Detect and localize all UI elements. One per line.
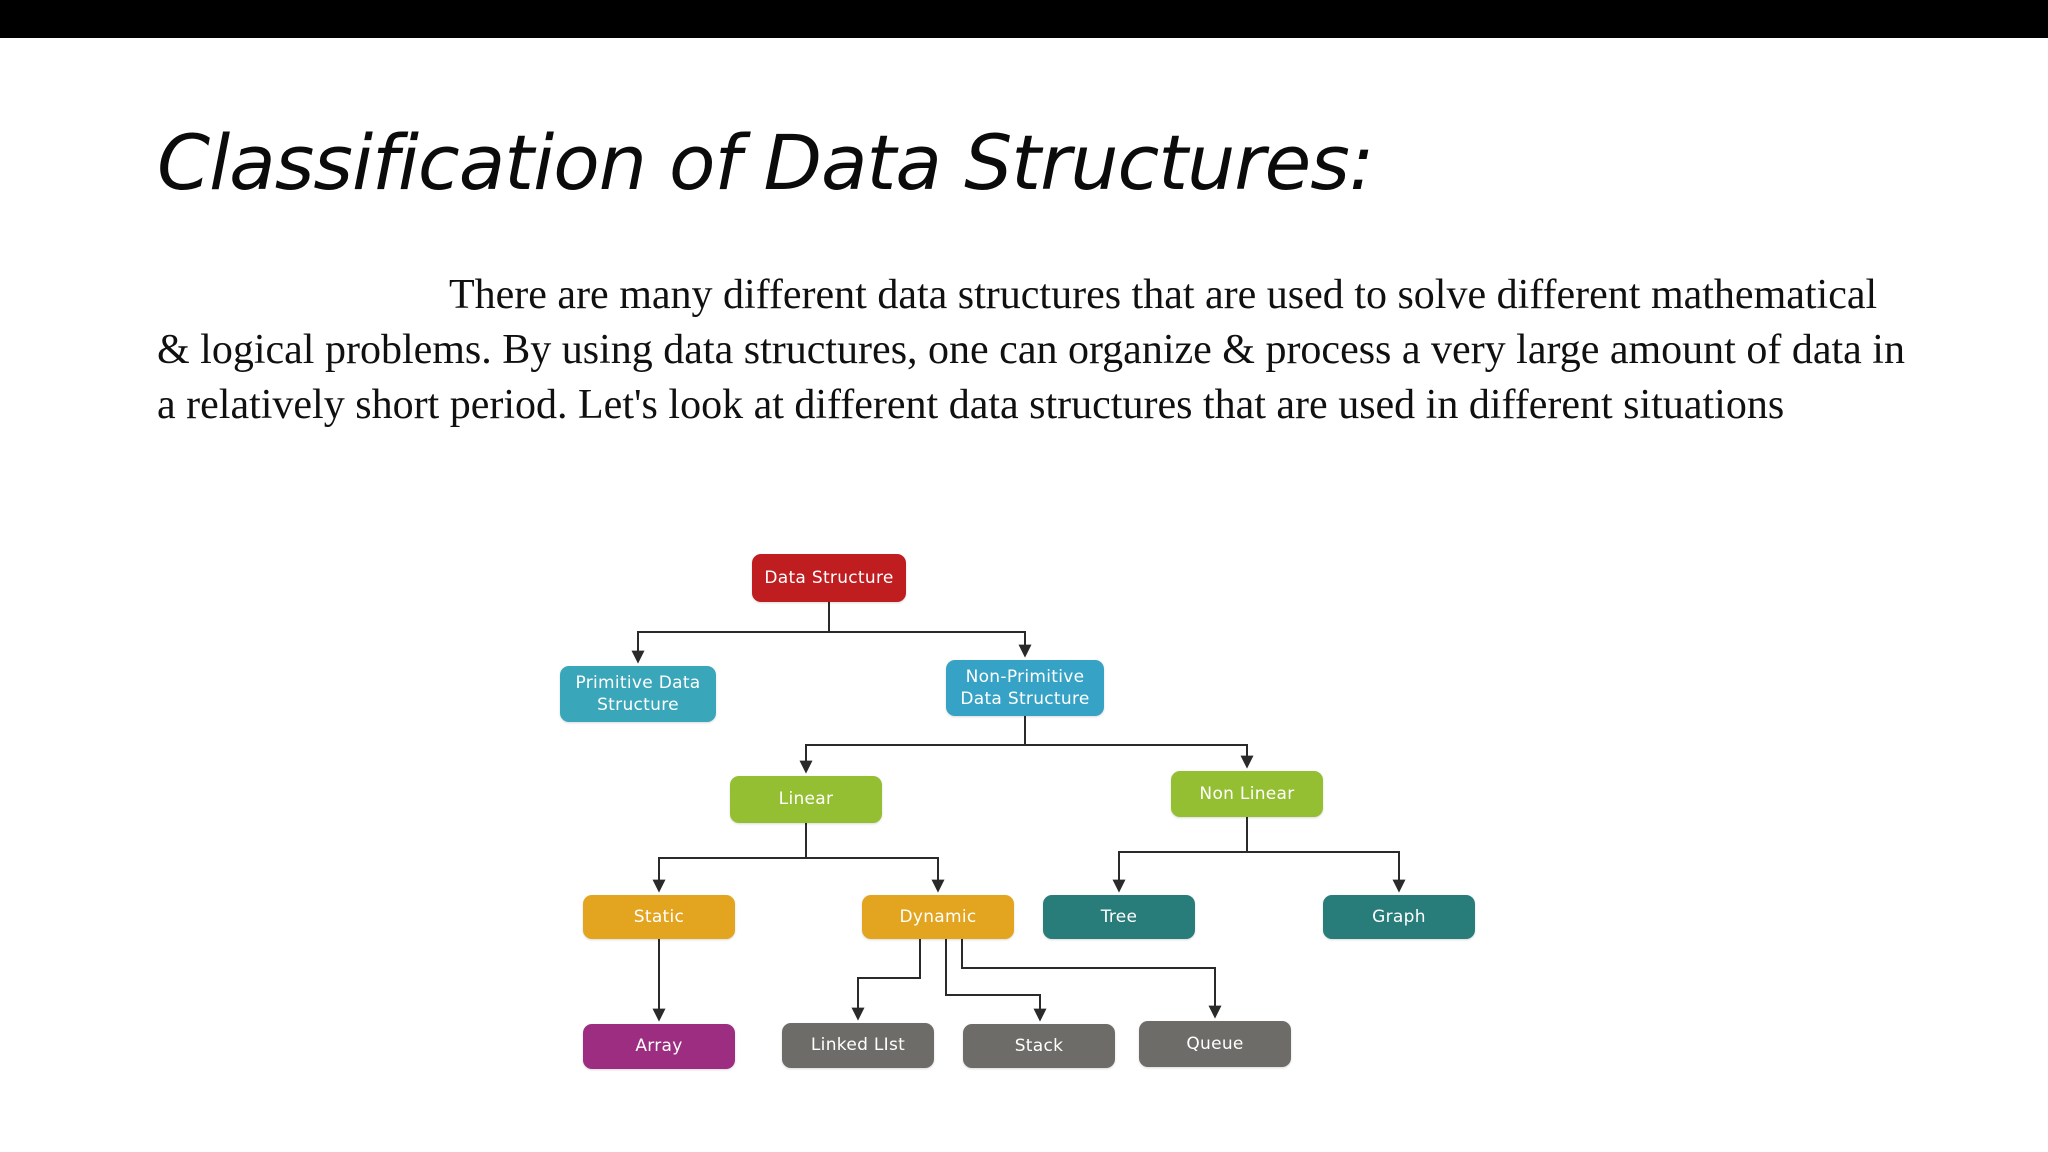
- node-dynamic: Dynamic: [862, 895, 1014, 939]
- node-static: Static: [583, 895, 735, 939]
- page-title: Classification of Data Structures:: [157, 118, 1374, 207]
- node-tree: Tree: [1043, 895, 1195, 939]
- node-linear: Linear: [730, 776, 882, 823]
- node-stack: Stack: [963, 1024, 1115, 1068]
- node-graph: Graph: [1323, 895, 1475, 939]
- node-primitive-data-structure: Primitive Data Structure: [560, 666, 716, 722]
- body-paragraph: There are many different data structures…: [157, 272, 1905, 428]
- top-black-bar: [0, 0, 2048, 38]
- node-data-structure: Data Structure: [752, 554, 906, 602]
- node-non-linear: Non Linear: [1171, 771, 1323, 817]
- node-array: Array: [583, 1024, 735, 1069]
- node-linked-list: Linked LIst: [782, 1023, 934, 1068]
- node-non-primitive-data-structure: Non-Primitive Data Structure: [946, 660, 1104, 716]
- node-queue: Queue: [1139, 1021, 1291, 1067]
